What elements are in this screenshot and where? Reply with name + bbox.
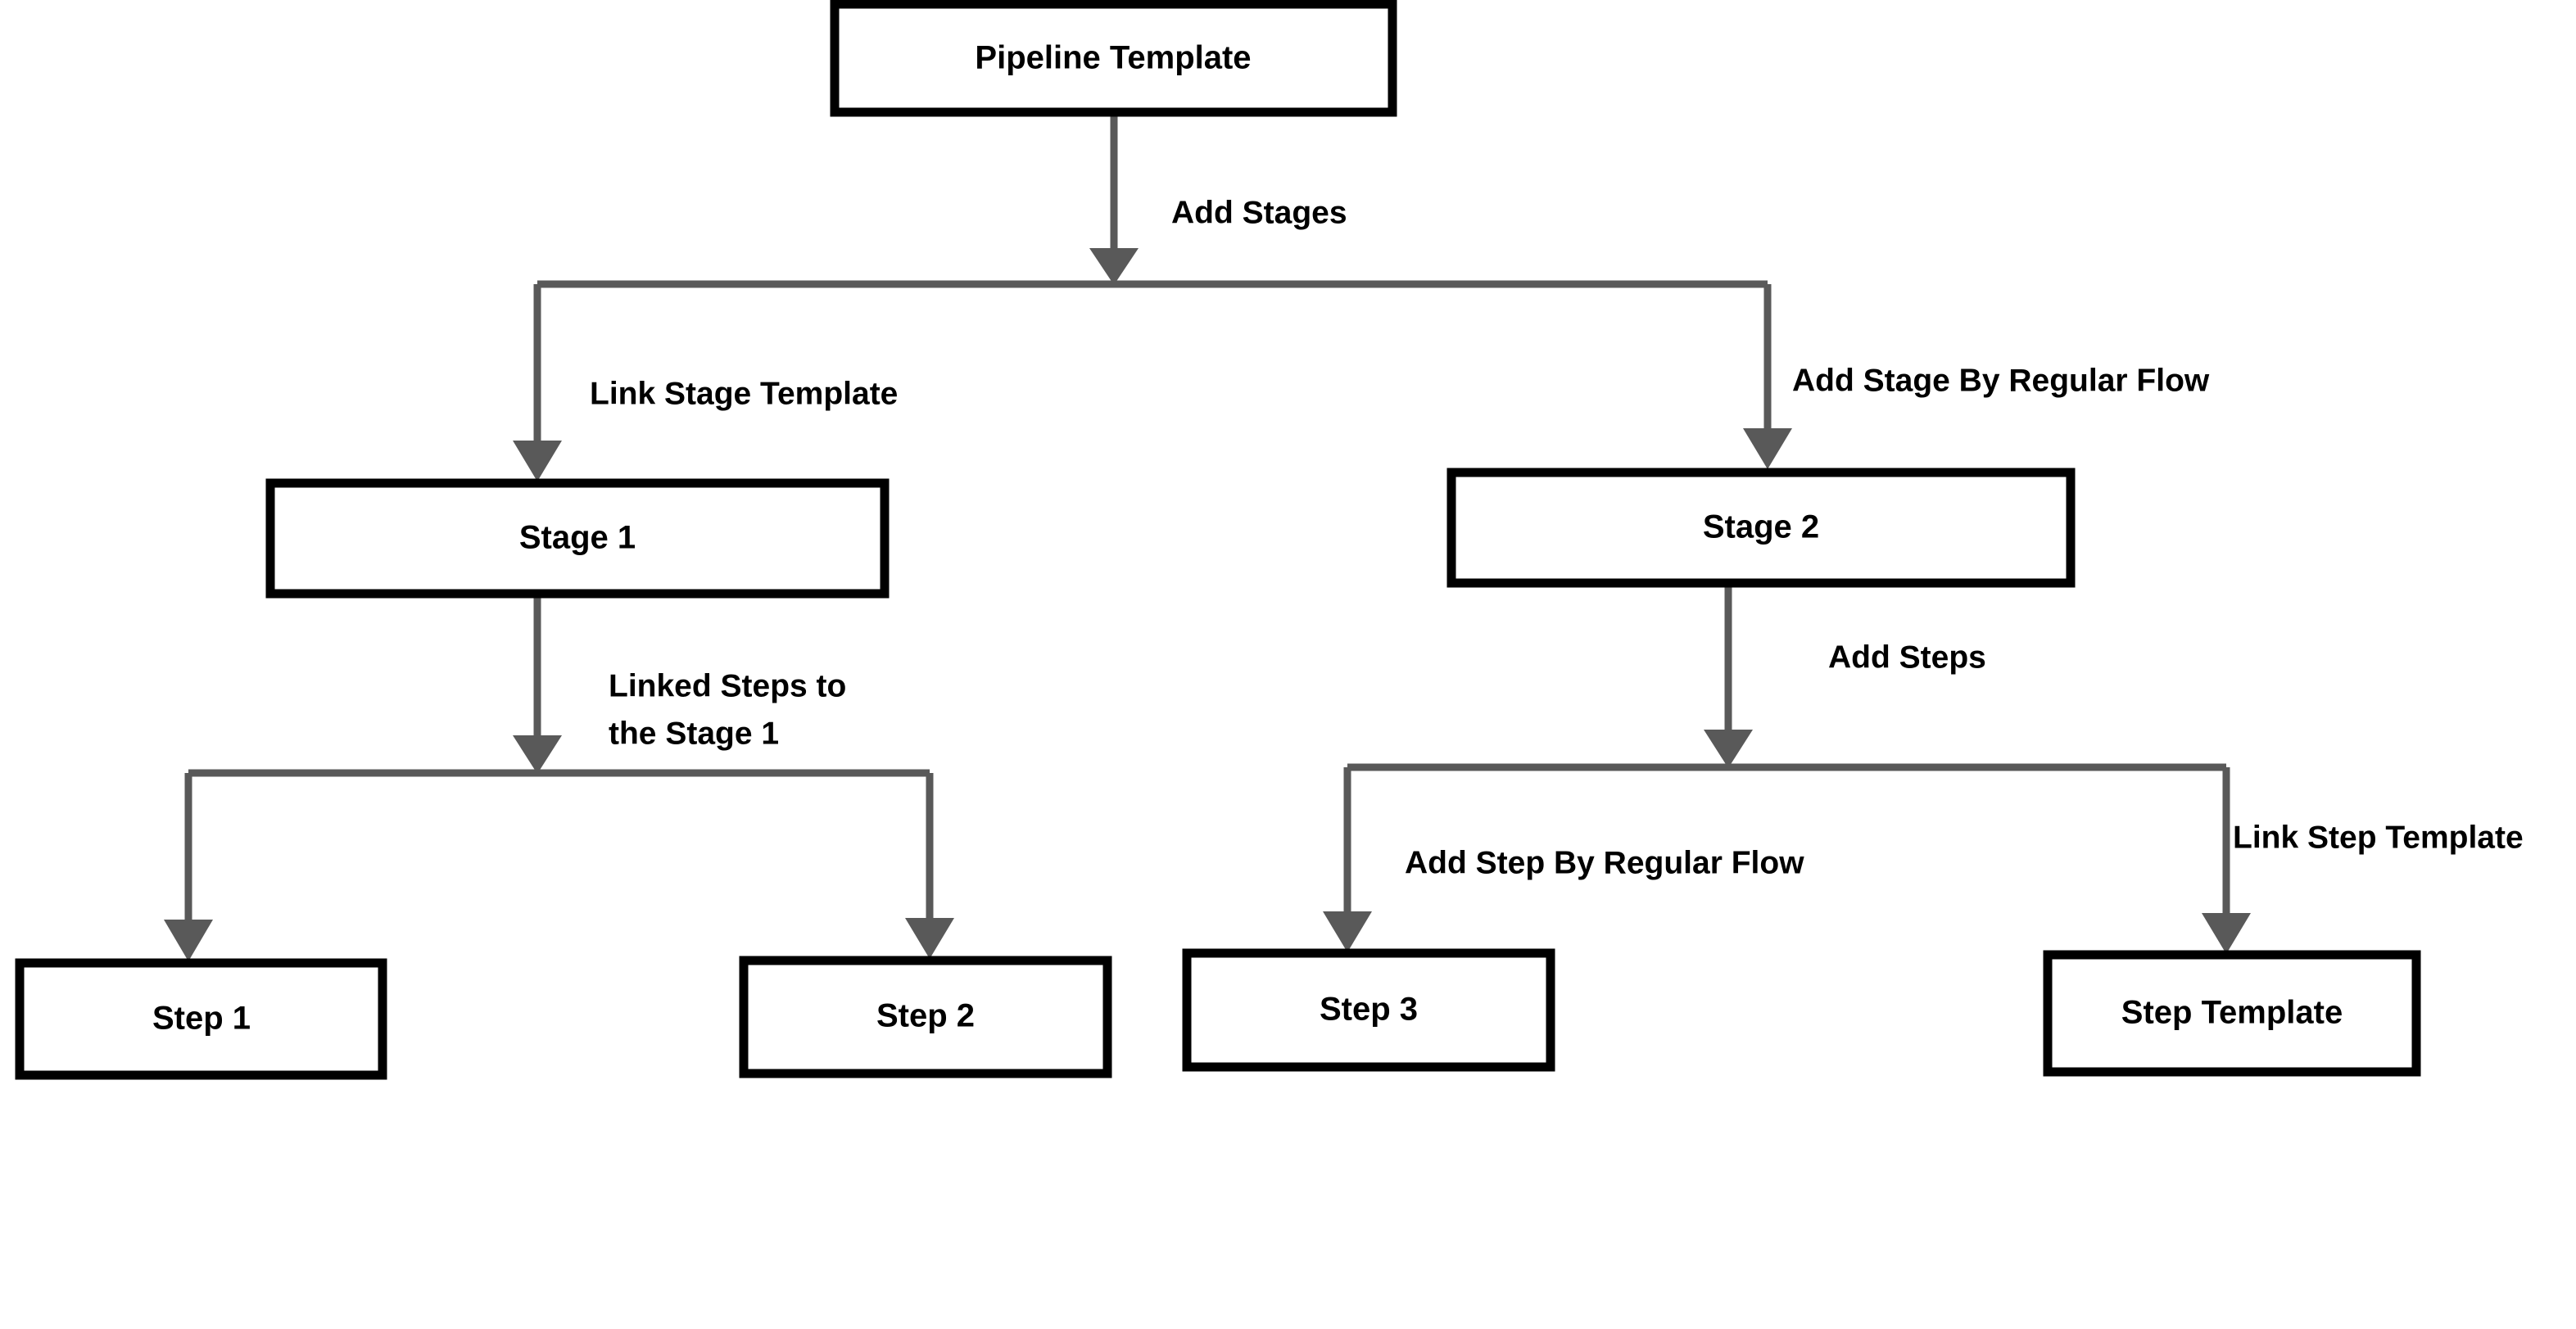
node-step-1[interactable]: Step 1 [15, 958, 387, 1080]
node-stage-1[interactable]: Stage 1 [265, 478, 890, 599]
arrow-head-icon [513, 441, 562, 481]
node-box-shape [2043, 950, 2421, 1077]
edge-bus-to-step-1 [164, 773, 213, 961]
edge-bus-to-stage-1 [513, 284, 562, 481]
node-label-step-template: Step Template [2121, 995, 2343, 1031]
node-box-shape [1446, 468, 2076, 588]
arrow-head-icon [2202, 913, 2251, 954]
edge-bus-to-step-2 [905, 773, 954, 959]
edge-stage-1-to-steps [188, 594, 930, 777]
edge-label-add-step-by-regular-flow: Add Step By Regular Flow [1405, 845, 1804, 880]
edge-label-link-step-template: Link Step Template [2233, 820, 2524, 855]
node-step-2[interactable]: Step 2 [739, 956, 1112, 1078]
node-step-template[interactable]: Step Template [2043, 950, 2421, 1077]
node-box-shape [830, 0, 1397, 117]
node-label-step-3: Step 3 [1320, 992, 1418, 1028]
node-label-pipeline-template: Pipeline Template [975, 40, 1251, 76]
arrow-head-icon [1743, 428, 1792, 469]
node-pipeline-template[interactable]: Pipeline Template [830, 0, 1397, 117]
edge-label-link-stage-template: Link Stage Template [590, 376, 898, 411]
edge-pipeline-to-stages [537, 112, 1768, 288]
edge-label-linked-steps-line-2: the Stage 1 [609, 716, 779, 751]
edge-stage-2-to-steps [1347, 583, 2226, 771]
node-box-shape [739, 956, 1112, 1078]
node-label-step-2: Step 2 [876, 998, 975, 1034]
node-box-shape [15, 958, 387, 1080]
node-box-shape [1182, 948, 1555, 1072]
node-step-3[interactable]: Step 3 [1182, 948, 1555, 1072]
edge-bus-to-step-3 [1323, 767, 1372, 952]
node-label-stage-1: Stage 1 [519, 520, 636, 556]
arrow-head-icon [905, 918, 954, 959]
node-label-step-1: Step 1 [152, 1001, 251, 1037]
arrow-head-icon [1089, 248, 1139, 285]
arrow-head-icon [1704, 730, 1753, 768]
node-stage-2[interactable]: Stage 2 [1446, 468, 2076, 588]
node-label-stage-2: Stage 2 [1703, 509, 1819, 545]
edge-label-add-stage-by-regular-flow: Add Stage By Regular Flow [1792, 363, 2210, 398]
edge-bus-to-step-template [2202, 767, 2251, 954]
arrow-head-icon [164, 920, 213, 961]
arrow-head-icon [513, 735, 562, 774]
arrow-head-icon [1323, 911, 1372, 952]
edge-label-add-steps: Add Steps [1828, 640, 1986, 675]
edge-bus-to-stage-2 [1743, 284, 1792, 469]
node-box-shape [265, 478, 890, 599]
edge-label-linked-steps-line-1: Linked Steps to [609, 668, 846, 703]
edge-label-add-stages: Add Stages [1171, 195, 1347, 230]
